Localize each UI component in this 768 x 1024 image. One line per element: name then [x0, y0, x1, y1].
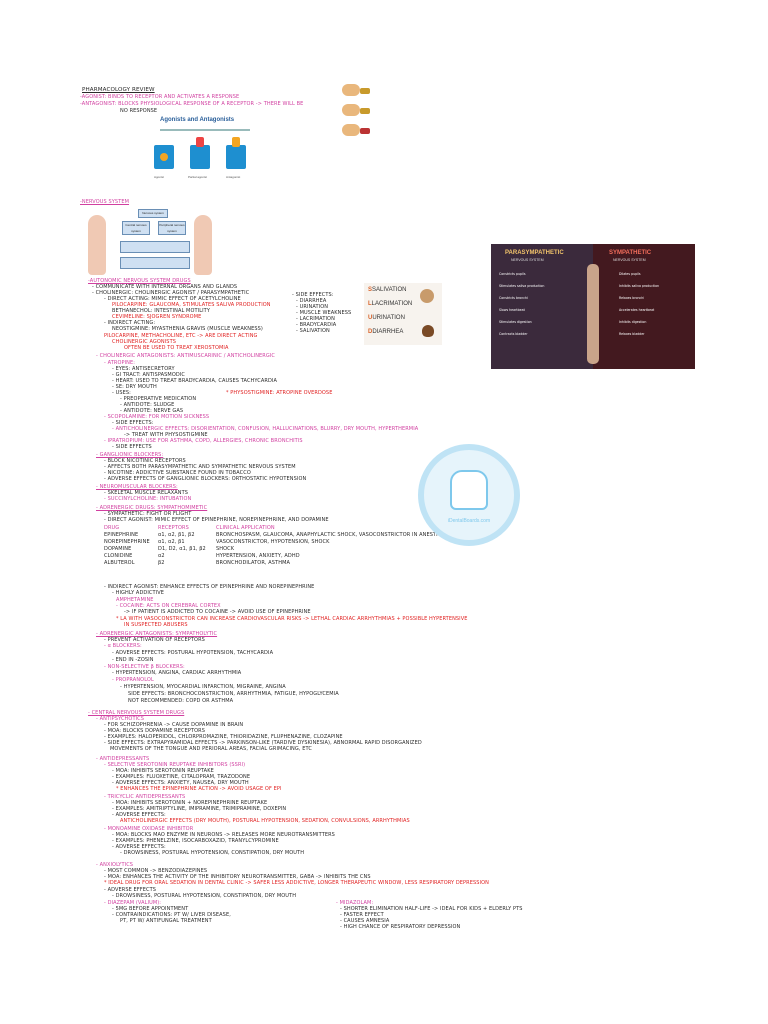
body-outline-icon [88, 215, 106, 275]
dog-face-icon [420, 289, 434, 303]
agonist-antagonist-figure: Agonists and Antagonists Agonist Partial… [150, 115, 260, 190]
antagonist-definition-2: NO RESPONSE [120, 108, 158, 114]
antagonist-definition-1: -ANTAGONIST: BLOCKS PHYSIOLOGICAL RESPON… [80, 101, 304, 107]
lock-and-key-icons [338, 82, 380, 144]
blocked-key-icon [360, 128, 370, 134]
spinal-cord-icon [587, 264, 599, 364]
hand-icon [342, 104, 360, 116]
figure-title: Agonists and Antagonists [160, 117, 235, 123]
key-icon [360, 108, 370, 114]
page-title: PHARMACOLOGY REVIEW [82, 87, 155, 93]
body-outline-icon [194, 215, 212, 275]
hand-icon [342, 124, 360, 136]
agonist-definition: -AGONIST: BINDS TO RECEPTOR AND ACTIVATE… [80, 94, 240, 100]
poop-icon [422, 325, 434, 337]
key-icon [360, 88, 370, 94]
nervous-system-diagram: Nervous system Central nervous system Pe… [80, 207, 220, 277]
side-effects-list: - SIDE EFFECTS: - DIARRHEA - URINATION -… [292, 292, 352, 334]
sludge-mnemonic: SSALIVATION LLACRIMATION UURINATION DDIA… [364, 283, 442, 345]
receptor-antagonist [226, 145, 246, 169]
hand-icon [342, 84, 360, 96]
nervous-system-heading: -NERVOUS SYSTEM [80, 199, 130, 205]
receptor-partial [190, 145, 210, 169]
ans-heading: -AUTONOMIC NERVOUS SYSTEM DRUGS [88, 278, 191, 284]
psns-sns-figure: PARASYMPATHETIC NERVOUS SYSTEM SYMPATHET… [491, 244, 695, 369]
adrenergic-table: DRUG RECEPTORS CLINICAL APPLICATION EPIN… [104, 525, 455, 566]
watermark-text: iDentalBoards.com [447, 518, 491, 524]
tooth-icon [450, 470, 488, 510]
watermark-logo: iDentalBoards.com [418, 444, 520, 546]
